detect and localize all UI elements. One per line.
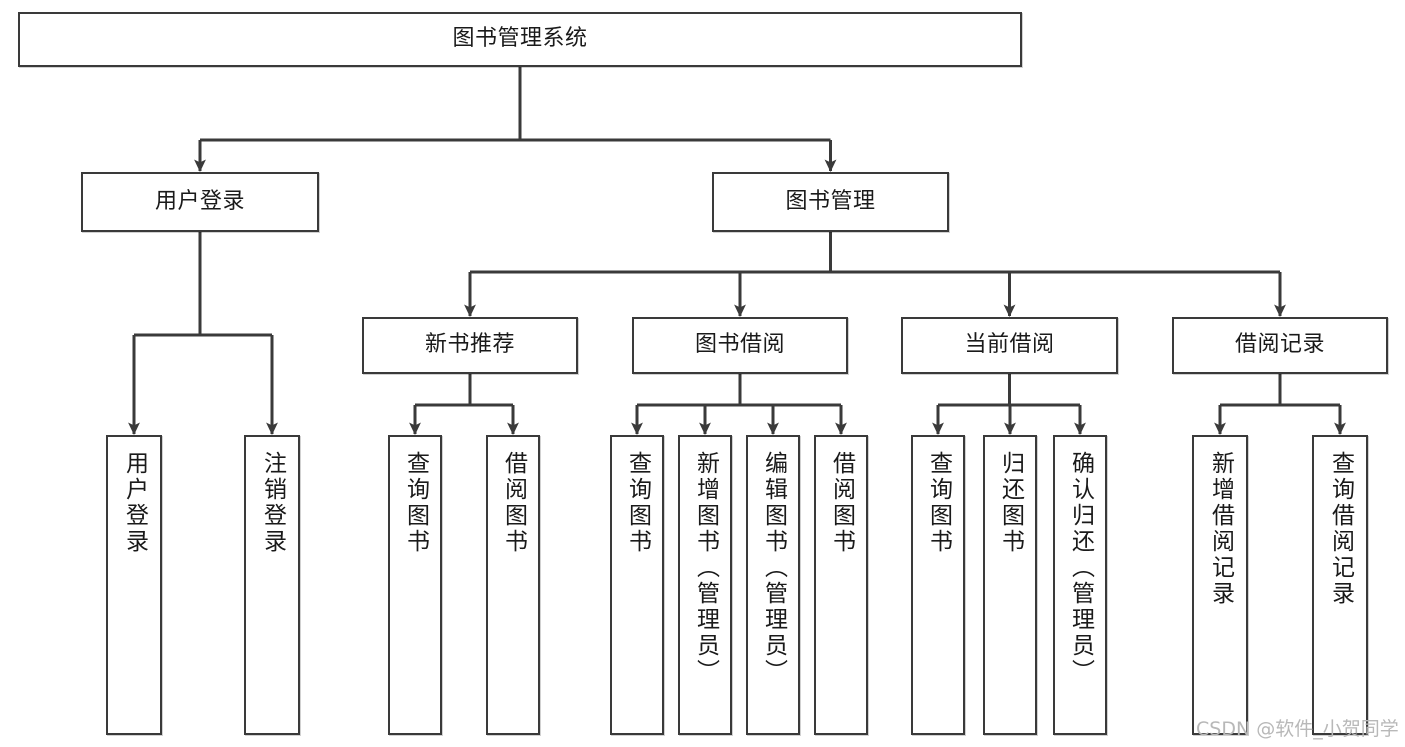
node-l_cu_conf[interactable]: 确认归还（管理员） (1053, 435, 1107, 735)
node-label: 借阅图书 (500, 451, 527, 555)
node-l_cu_query[interactable]: 查询图书 (911, 435, 965, 735)
node-label: 图书管理 (785, 188, 876, 214)
node-borrow[interactable]: 图书借阅 (632, 317, 848, 374)
node-label: 当前借阅 (964, 332, 1055, 358)
node-label: 用户登录 (154, 188, 245, 214)
node-login[interactable]: 用户登录 (81, 172, 319, 232)
node-l_bk_borrow[interactable]: 借阅图书 (814, 435, 868, 735)
node-label: 借阅记录 (1234, 332, 1325, 358)
node-label: 新增图书（管理员） (692, 451, 719, 685)
node-label: 查询图书 (624, 451, 651, 555)
node-label: 查询图书 (402, 451, 429, 555)
node-newbook[interactable]: 新书推荐 (362, 317, 578, 374)
node-l_bk_query[interactable]: 查询图书 (610, 435, 664, 735)
node-label: 注销登录 (259, 451, 286, 555)
node-label: 用户登录 (121, 451, 148, 555)
node-l_cu_return[interactable]: 归还图书 (983, 435, 1037, 735)
node-current[interactable]: 当前借阅 (901, 317, 1118, 374)
node-l_login[interactable]: 用户登录 (106, 435, 162, 735)
node-records[interactable]: 借阅记录 (1172, 317, 1388, 374)
node-label: 借阅图书 (828, 451, 855, 555)
node-label: 新增借阅记录 (1207, 451, 1234, 607)
node-label: 查询借阅记录 (1327, 451, 1354, 607)
node-root[interactable]: 图书管理系统 (18, 12, 1022, 67)
node-label: 图书管理系统 (452, 26, 588, 52)
node-label: 编辑图书（管理员） (760, 451, 787, 685)
node-label: 归还图书 (997, 451, 1024, 555)
node-l_nb_query[interactable]: 查询图书 (388, 435, 442, 735)
node-l_logout[interactable]: 注销登录 (244, 435, 300, 735)
node-label: 确认归还（管理员） (1067, 451, 1094, 685)
watermark-label: CSDN @软件_小贺同学 (1196, 718, 1399, 740)
node-l_rc_query[interactable]: 查询借阅记录 (1312, 435, 1368, 735)
node-label: 新书推荐 (424, 332, 515, 358)
node-label: 查询图书 (925, 451, 952, 555)
node-label: 图书借阅 (694, 332, 785, 358)
node-l_nb_borrow[interactable]: 借阅图书 (486, 435, 540, 735)
node-bookmgmt[interactable]: 图书管理 (712, 172, 949, 232)
node-l_bk_edit[interactable]: 编辑图书（管理员） (746, 435, 800, 735)
node-l_bk_add[interactable]: 新增图书（管理员） (678, 435, 732, 735)
node-l_rc_add[interactable]: 新增借阅记录 (1192, 435, 1248, 735)
